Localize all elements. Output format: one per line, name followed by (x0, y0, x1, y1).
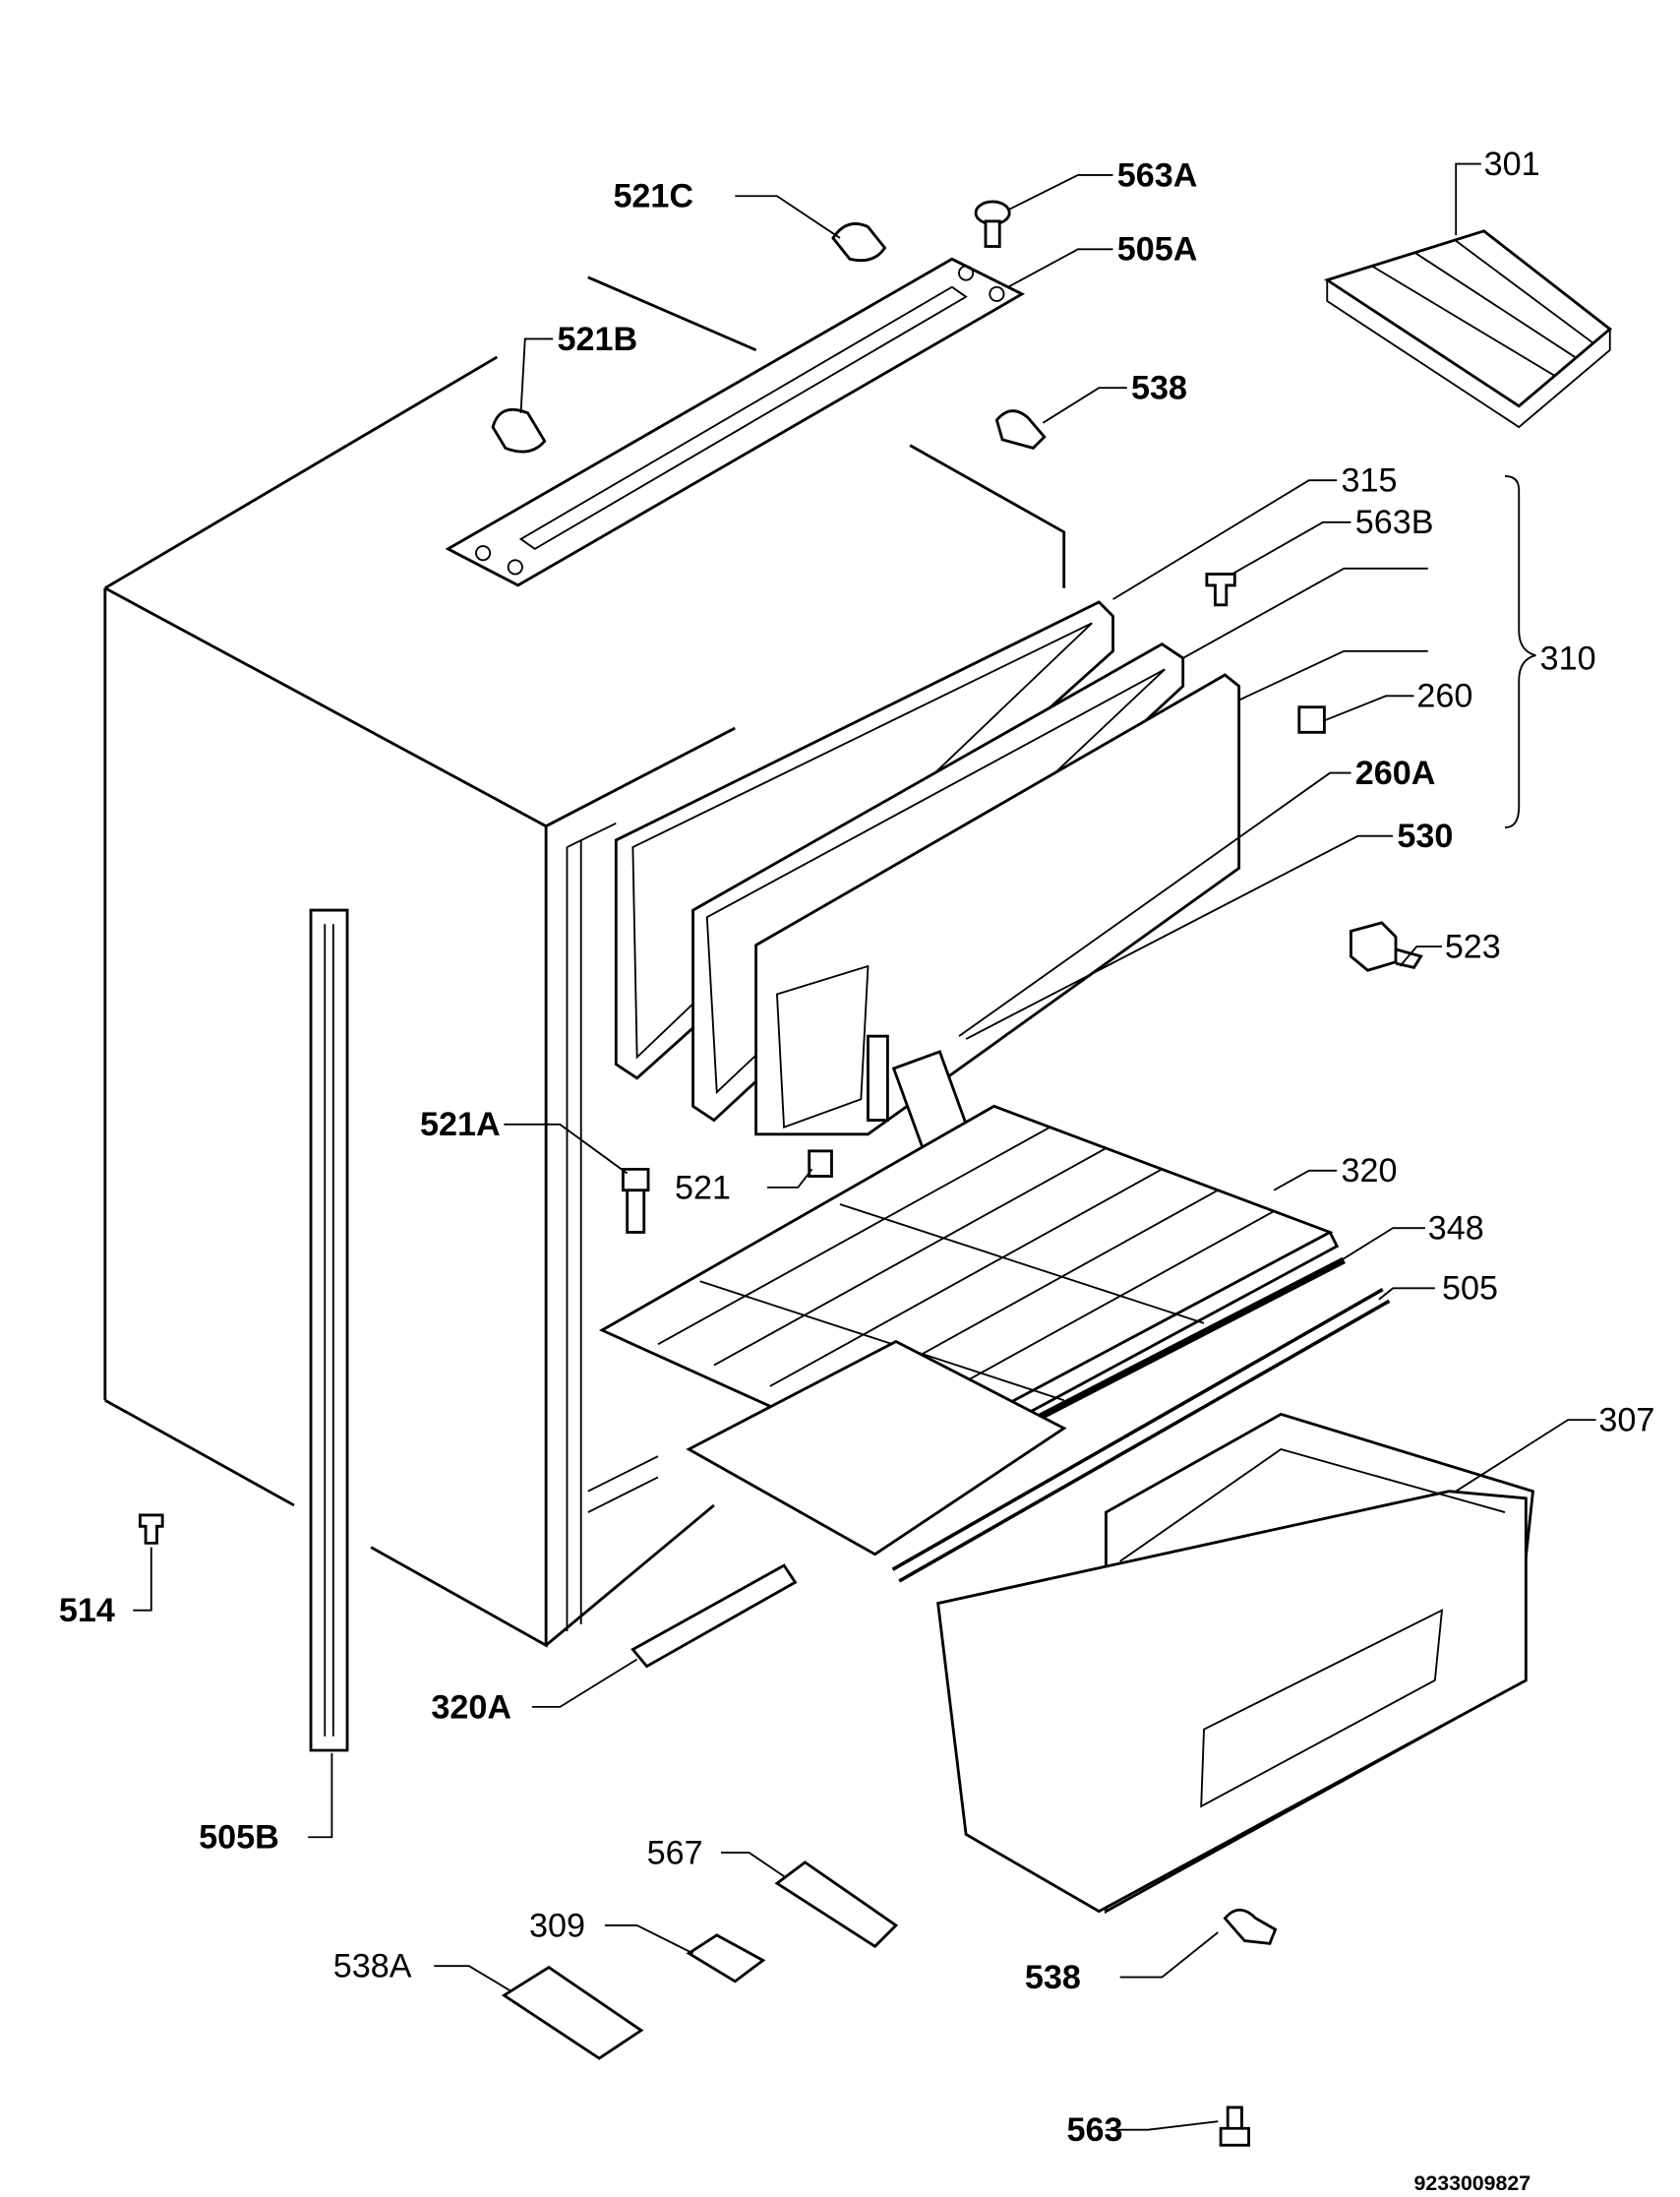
label-260A: 260A (1355, 755, 1436, 792)
label-320: 320 (1342, 1152, 1398, 1190)
label-315: 315 (1342, 462, 1398, 500)
part-538-bottom-hinge (1223, 1908, 1278, 1945)
glass-shelf (686, 1339, 1067, 1556)
label-521C: 521C (613, 178, 693, 215)
part-523-catch (1350, 921, 1423, 972)
label-505: 505 (1442, 1270, 1498, 1308)
label-563: 563 (1067, 2111, 1123, 2149)
part-521-bushing (808, 1149, 833, 1178)
label-514: 514 (59, 1592, 115, 1629)
drawing-code: 9233009827 (1414, 2171, 1531, 2195)
part-307-crisper-drawer (936, 1412, 1535, 1915)
part-505-seal (891, 1288, 1391, 1583)
part-521A-lamp (621, 1167, 650, 1234)
label-521A: 521A (420, 1106, 501, 1143)
top-strip-505A (445, 257, 1026, 587)
label-523: 523 (1445, 928, 1501, 965)
label-538-top: 538 (1131, 370, 1187, 407)
label-521B: 521B (558, 321, 638, 358)
label-563B: 563B (1355, 504, 1434, 541)
part-320A-runner (630, 1563, 798, 1669)
label-563A: 563A (1117, 156, 1198, 194)
label-538-bottom: 538 (1025, 1959, 1081, 1996)
part-505B-vertical-seal (309, 908, 349, 1752)
label-538A: 538A (333, 1948, 412, 1985)
label-530: 530 (1397, 818, 1453, 855)
part-309-cover (686, 1933, 766, 1983)
label-309: 309 (529, 1907, 585, 1944)
part-521C-cap (831, 222, 887, 263)
label-505A: 505A (1117, 231, 1198, 269)
part-260-clip (1297, 705, 1326, 734)
label-310: 310 (1540, 640, 1596, 677)
door-panel-530 (754, 673, 1241, 1136)
part-563B-screw (1205, 573, 1236, 607)
label-320A: 320A (431, 1688, 511, 1726)
label-307: 307 (1598, 1402, 1654, 1439)
part-567-hinge-plate (774, 1861, 899, 1949)
part-514-foot (138, 1513, 164, 1545)
label-505B: 505B (199, 1819, 279, 1857)
cabinet-body (103, 275, 1066, 1648)
label-301: 301 (1484, 146, 1540, 183)
label-260: 260 (1416, 678, 1472, 715)
part-301-ice-tray (1323, 229, 1613, 429)
label-348: 348 (1428, 1210, 1484, 1248)
label-521: 521 (675, 1169, 731, 1206)
part-538A-hinge (501, 1965, 644, 2060)
part-563-foot (1219, 2105, 1250, 2147)
part-538-top-hinge (994, 409, 1047, 451)
label-567: 567 (647, 1834, 703, 1871)
part-521B-cap (491, 408, 547, 454)
part-563A-screw (974, 200, 1011, 248)
leader-lines (133, 162, 1596, 2131)
part-hinge-bracket (867, 1034, 889, 1122)
